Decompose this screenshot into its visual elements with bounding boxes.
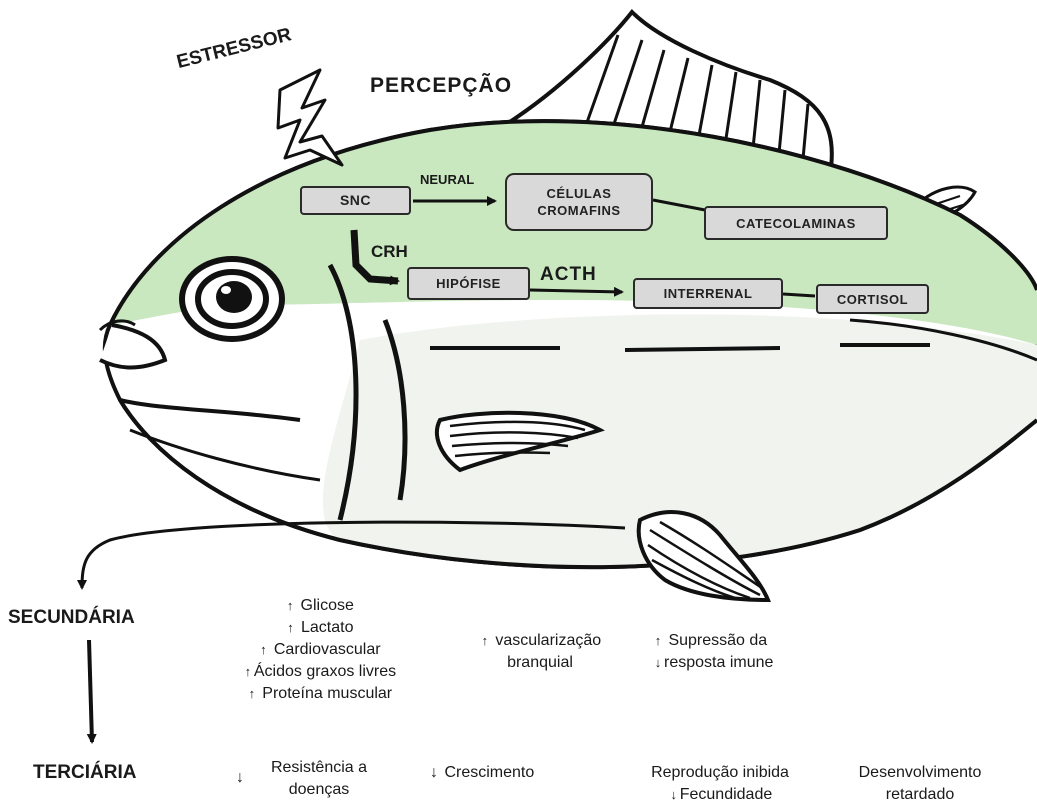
effect-desenvolvimento: Desenvolvimento bbox=[840, 762, 1000, 784]
node-interrenal: INTERRENAL bbox=[633, 278, 783, 309]
level-tertiary: TERCIÁRIA bbox=[33, 762, 136, 784]
effect-vascularizacao: ↑ vascularização bbox=[455, 630, 625, 652]
effect-cardiovascular: ↑ Cardiovascular bbox=[210, 639, 428, 661]
node-cortisol: CORTISOL bbox=[816, 284, 929, 314]
effect-glicose: ↑ Glicose bbox=[210, 595, 428, 617]
secondary-effects-immune: ↑ Supressão da ↓resposta imune bbox=[652, 630, 822, 674]
edge-label-acth: ACTH bbox=[540, 264, 597, 286]
effect-reproducao: Reprodução inibida bbox=[620, 762, 820, 784]
tertiary-resistance: ↓ Resistência a doenças bbox=[232, 757, 392, 801]
secondary-effects-gill: ↑ vascularização branquial bbox=[455, 630, 625, 674]
node-cromafins: CÉLULAS CROMAFINS bbox=[505, 173, 653, 231]
edge-label-neural: NEURAL bbox=[420, 172, 474, 187]
node-cromafins-line2: CROMAFINS bbox=[537, 202, 620, 219]
effect-branquial: branquial bbox=[455, 652, 625, 674]
tertiary-growth: ↓ Crescimento bbox=[428, 762, 534, 784]
node-catecolaminas: CATECOLAMINAS bbox=[704, 206, 888, 240]
effect-supressao: ↑ Supressão da bbox=[652, 630, 822, 652]
node-hipofise: HIPÓFISE bbox=[407, 267, 530, 300]
acth-arrow bbox=[530, 290, 622, 292]
node-snc: SNC bbox=[300, 186, 411, 215]
lightning-bolt-icon bbox=[278, 70, 342, 165]
effect-resistencia: Resistência a bbox=[246, 757, 392, 779]
edge-label-crh: CRH bbox=[371, 242, 408, 262]
effect-proteina: ↑ Proteína muscular bbox=[210, 683, 428, 705]
level-secondary: SECUNDÁRIA bbox=[8, 607, 135, 629]
effect-acidos-graxos: ↑Ácidos graxos livres bbox=[210, 661, 428, 683]
perception-label: PERCEPÇÃO bbox=[370, 74, 512, 98]
node-cromafins-line1: CÉLULAS bbox=[547, 185, 612, 202]
secondary-effects-metabolic: ↑ Glicose ↑ Lactato ↑ Cardiovascular ↑Ác… bbox=[210, 595, 428, 705]
effect-fecundidade: ↓Fecundidade bbox=[620, 784, 820, 806]
effect-lactato: ↑ Lactato bbox=[210, 617, 428, 639]
tertiary-reproduction: Reprodução inibida ↓Fecundidade bbox=[620, 762, 820, 806]
tertiary-development: Desenvolvimento retardado bbox=[840, 762, 1000, 806]
effect-crescimento: Crescimento bbox=[444, 764, 534, 781]
interrenal-connector bbox=[783, 294, 815, 296]
eye-icon bbox=[182, 259, 282, 339]
effect-doencas: doenças bbox=[246, 779, 392, 801]
effect-retardado: retardado bbox=[840, 784, 1000, 806]
effect-resposta-imune: ↓resposta imune bbox=[652, 652, 822, 674]
